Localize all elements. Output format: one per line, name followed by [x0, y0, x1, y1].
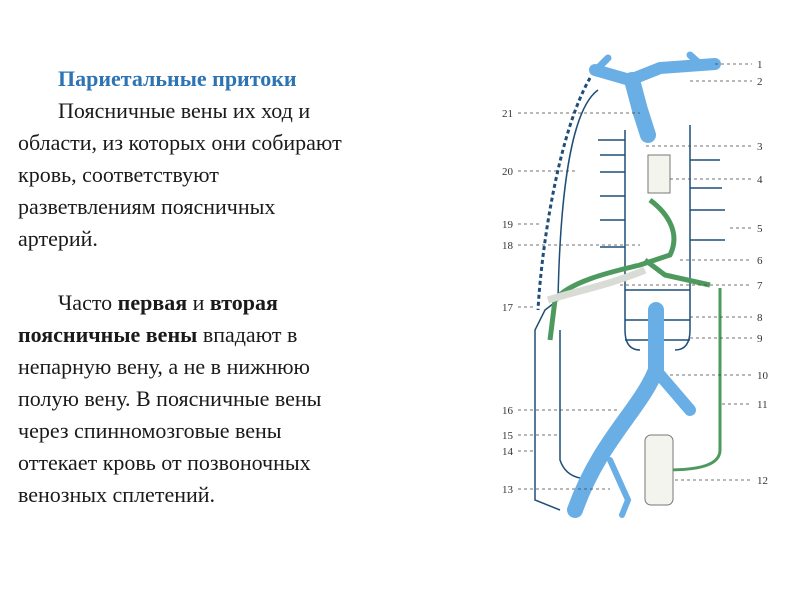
label-15: 15: [502, 430, 514, 442]
paragraph-line: непарную вену, а не в нижнюю: [18, 354, 310, 379]
blue-veins: [567, 51, 721, 518]
vertebra-segment: [647, 154, 671, 194]
paragraph-line: артерий.: [18, 226, 98, 251]
paragraph-line: оттекает кровь от позвоночных: [18, 450, 311, 475]
paragraph-line: кровь, соответствуют: [18, 162, 219, 187]
label-14: 14: [502, 446, 514, 458]
azygos-dashed: [536, 77, 592, 311]
bold-text: вторая: [209, 290, 278, 315]
label-3: 3: [757, 141, 763, 153]
green-veins: [547, 198, 722, 472]
text: впадают в: [197, 322, 298, 347]
psoas-tube: [546, 266, 647, 304]
label-2: 2: [757, 76, 763, 88]
paragraph-line: области, из которых они собирают: [18, 130, 342, 155]
bold-text: первая: [117, 290, 188, 315]
label-12: 12: [757, 475, 768, 487]
paragraph-line: Часто первая и вторая: [58, 290, 278, 316]
label-9: 9: [757, 333, 763, 345]
paragraph-line: полую вену. В поясничные вены: [18, 386, 322, 411]
label-1: 1: [757, 59, 763, 71]
label-7: 7: [757, 280, 763, 292]
vertebra-segment: [644, 434, 674, 506]
label-19: 19: [502, 219, 514, 231]
paragraph-line: разветвлениям поясничных: [18, 194, 276, 219]
label-8: 8: [757, 312, 763, 324]
paragraph-line: через спинномозговые вены: [18, 418, 282, 443]
label-13: 13: [502, 484, 514, 496]
text: и: [187, 290, 210, 315]
leader-lines: [518, 63, 752, 490]
paragraph-line: венозных сплетений.: [18, 482, 216, 507]
label-18: 18: [502, 240, 514, 252]
label-17: 17: [502, 302, 514, 314]
label-11: 11: [757, 399, 768, 411]
label-16: 16: [502, 405, 514, 417]
paragraph-line: поясничные вены впадают в: [18, 322, 297, 348]
label-10: 10: [757, 370, 769, 382]
bold-text: поясничные вены: [18, 322, 198, 347]
label-21: 21: [502, 108, 513, 120]
label-20: 20: [502, 166, 514, 178]
label-6: 6: [757, 255, 763, 267]
vein-outlines: [534, 89, 725, 511]
label-4: 4: [757, 174, 763, 186]
slide-title: Париетальные притоки: [58, 66, 297, 91]
text: Часто: [58, 290, 118, 315]
paragraph-line: Поясничные вены их ход и: [58, 98, 311, 123]
label-5: 5: [757, 223, 763, 235]
